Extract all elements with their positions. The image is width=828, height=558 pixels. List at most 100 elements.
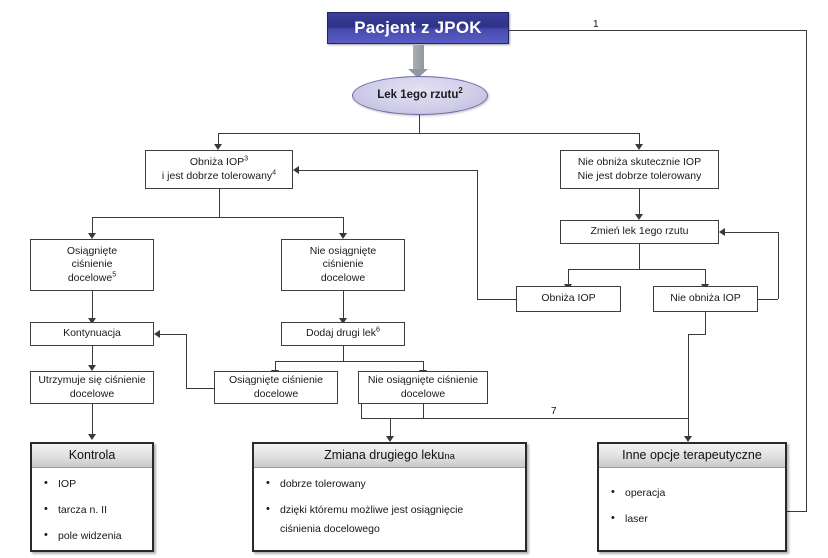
node-not-lowering-iop-line1: Nie obniża skutecznie IOP [577,156,702,169]
node-target-not-reached-line1: Nie osiągnięte [309,245,377,258]
edge-reached-back-h [186,388,214,389]
edge-lowersiop-back-into [299,170,477,171]
list-item: dzięki któremu możliwe jest osiągnięcie [264,502,519,518]
node-not-lowering-iop: Nie obniża skutecznie IOP Nie jest dobrz… [560,150,719,189]
list-item: pole widzenia [42,528,146,544]
arrow-title-to-drug [408,45,428,78]
node-first-line-drug: Lek 1ego rzutu2 [352,76,488,115]
node-target-reached: Osiągnięte ciśnienie docelowe5 [30,239,154,291]
panel-kontrola-body: IOP tarcza n. II pole widzenia jakość ży… [32,468,152,558]
panel-zmiana-drugiego-leku: Zmiana drugiego lekuna dobrze tolerowany… [252,442,527,552]
edge-notlowersiop-back-v [778,232,779,299]
edge-addsecond-bus [275,361,423,362]
node-lowers-iop-tolerated-line1: Obniża IOP3 [189,154,249,169]
node-lowers-iop-tolerated: Obniża IOP3 i jest dobrze tolerowany4 [145,150,293,189]
edge-lowers-left [92,217,93,235]
edge-change-left [568,269,569,286]
node-maintains-target: Utrzymuje się ciśnienie docelowe [30,371,154,404]
edge-7-v [361,397,362,418]
list-item: tarcza n. II [42,502,146,518]
node-maintains-target-line1: Utrzymuje się ciśnienie [38,374,146,387]
edge-notlowering-arrowhead [635,214,643,220]
node-target-reached-line1: Osiągnięte [66,245,118,258]
panel-kontrola: Kontrola IOP tarcza n. II pole widzenia … [30,442,154,558]
node-add-second-drug-label: Dodaj drugi lek6 [305,325,380,340]
edge-addsecond-stem [343,346,344,361]
edge-notlowersiop-down-a [705,312,706,334]
edge-targetnotreached-stem [343,291,344,320]
edge-targetreached-stem [92,291,93,320]
node-maintains-target-line2: docelowe [69,387,115,400]
edge-drug-to-left [218,133,219,146]
panel-zmiana-header: Zmiana drugiego lekuna [254,444,525,468]
edge-reached-back-v [186,334,187,388]
edge-notreached-down-a [423,404,424,418]
edge-drug-bus [218,133,639,134]
edge-lowers-right-arrowhead [339,233,347,239]
node-not-reached-pressure-line2: docelowe [400,387,446,400]
node-lowers-iop: Obniża IOP [516,286,621,312]
node-not-lowers-iop-label: Nie obniża IOP [670,292,741,305]
edge-lowers-bus [92,217,344,218]
edge-1-right [806,30,807,511]
node-not-reached-pressure: Nie osiągnięte ciśnienie docelowe [358,371,488,404]
list-item: operacja [609,485,779,501]
edge-maintains-arrowhead [88,434,96,440]
edge-notreached-down-b [390,418,391,439]
panel-inne-opcje: Inne opcje terapeutyczne operacja laser [597,442,787,552]
node-not-lowering-iop-line2: Nie jest dobrze tolerowany [577,169,702,182]
edge-notlowersiop-back-h [758,299,778,300]
edge-change-stem [639,244,640,269]
node-target-not-reached: Nie osiągnięte ciśnienie docelowe [281,239,405,291]
panel-zmiana-header-suffix: na [444,451,455,462]
list-item: dobrze tolerowany [264,476,519,492]
node-continuation: Kontynuacja [30,322,154,346]
node-reached-pressure-line2: docelowe [253,387,299,400]
edge-lowers-left-arrowhead [88,233,96,239]
edge-addsecond-left [275,361,276,372]
node-target-reached-line3: docelowe5 [67,270,117,284]
edge-lowersiop-back-v [477,170,478,299]
node-lowers-iop-tolerated-line2: i jest dobrze tolerowany4 [161,168,277,182]
node-reached-pressure-line1: Osiągnięte ciśnienie [229,374,323,387]
node-not-reached-pressure-line1: Nie osiągnięte ciśnienie [367,374,479,387]
panel-kontrola-header: Kontrola [32,444,152,468]
edge-notlowersiop-step [688,334,706,335]
panel-zmiana-body: dobrze tolerowany dzięki któremu możliwe… [254,468,525,553]
edge-notlowersiop-back-arrowhead [719,228,725,236]
edge-change-right [705,269,706,286]
edge-label-7: 7 [551,406,557,417]
edge-notlowersiop-arrowhead [684,436,692,442]
list-item: IOP [42,476,146,492]
edge-drug-left-arrowhead [214,144,222,150]
panel-inne-opcje-header: Inne opcje terapeutyczne [599,444,785,468]
node-continuation-label: Kontynuacja [63,327,121,340]
edge-drug-to-right [639,133,640,146]
edge-1-into-other [786,511,807,512]
edge-notreached-step [390,418,423,419]
edge-lowersiop-back-arrowhead [293,166,299,174]
edge-label-1: 1 [593,19,599,30]
node-patient-title: Pacjent z JPOK [327,12,509,44]
node-change-first-drug: Zmień lek 1ego rzutu [560,220,719,244]
node-target-not-reached-line2: ciśnienie [322,258,364,271]
edge-drug-right-arrowhead [635,144,643,150]
edge-change-bus [568,269,705,270]
edge-lowers-right [343,217,344,235]
edge-7-h [361,418,688,419]
node-target-not-reached-line3: docelowe [320,271,366,284]
edge-continuation-arrowhead [88,365,96,371]
list-item: jakość życia [42,555,146,558]
panel-inne-opcje-body: operacja laser [599,468,785,550]
edge-addsecond-right [423,361,424,372]
edge-targetnotreached-arrowhead [339,318,347,324]
edge-notlowersiop-back-into [725,232,778,233]
edge-lowers-stem [219,189,220,217]
node-change-first-drug-label: Zmień lek 1ego rzutu [590,225,689,238]
node-patient-title-label: Pacjent z JPOK [354,18,482,38]
edge-1-top [509,30,807,31]
node-add-second-drug: Dodaj drugi lek6 [281,322,405,346]
edge-notlowering-stem [639,189,640,216]
edge-targetreached-arrowhead [88,318,96,324]
